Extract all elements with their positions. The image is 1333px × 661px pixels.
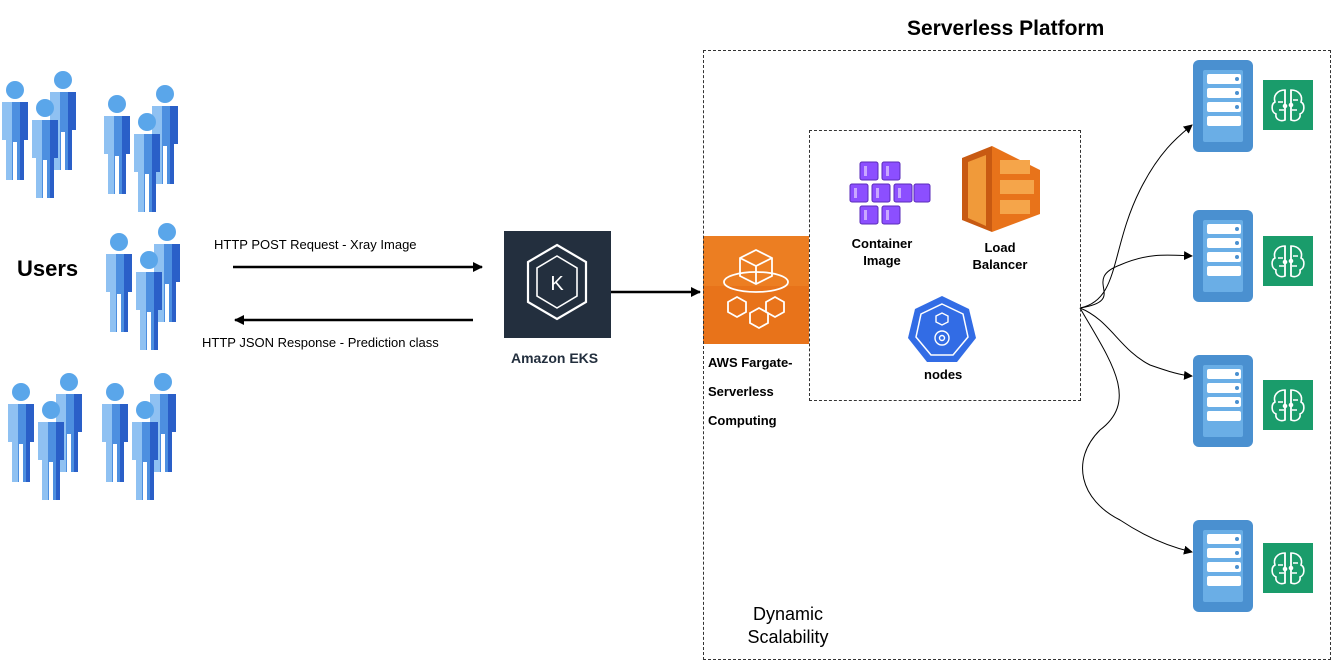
aws-fargate-icon: [703, 236, 809, 344]
cluster-box: [809, 130, 1081, 401]
container-label-line1: Container: [851, 236, 913, 251]
svg-text:K: K: [550, 273, 564, 295]
eks-label: Amazon EKS: [511, 350, 599, 366]
fargate-label-line3: Computing: [708, 413, 777, 428]
user-group-icon: [106, 223, 180, 350]
serverless-platform-box: [703, 50, 1331, 660]
amazon-eks-icon: K: [504, 231, 611, 338]
lb-label-line2: Balancer: [972, 257, 1028, 272]
container-image-icon: [849, 161, 931, 225]
users-label: Users: [17, 256, 79, 281]
lb-label: Load Balancer: [960, 239, 1040, 273]
container-label: Container Image: [842, 235, 922, 269]
load-balancer-icon: [962, 146, 1040, 232]
response-label: HTTP JSON Response - Prediction class: [202, 335, 439, 350]
fargate-label-line2: Serverless: [708, 384, 774, 399]
container-label-line2: Image: [863, 253, 901, 268]
kubernetes-nodes-icon: [908, 296, 976, 362]
user-group-icon: [2, 71, 178, 212]
user-group-icon: [8, 373, 176, 500]
scalability-label-line2: Scalability: [747, 627, 829, 647]
fargate-label-line1: AWS Fargate-: [708, 355, 793, 370]
platform-title: Serverless Platform: [907, 17, 1105, 40]
scalability-label: Dynamic Scalability: [736, 603, 840, 649]
lb-label-line1: Load: [984, 240, 1016, 255]
request-label: HTTP POST Request - Xray Image: [214, 237, 417, 252]
scalability-label-line1: Dynamic: [752, 604, 823, 624]
nodes-label: nodes: [924, 367, 963, 382]
scaling-connectors: [1079, 124, 1193, 555]
